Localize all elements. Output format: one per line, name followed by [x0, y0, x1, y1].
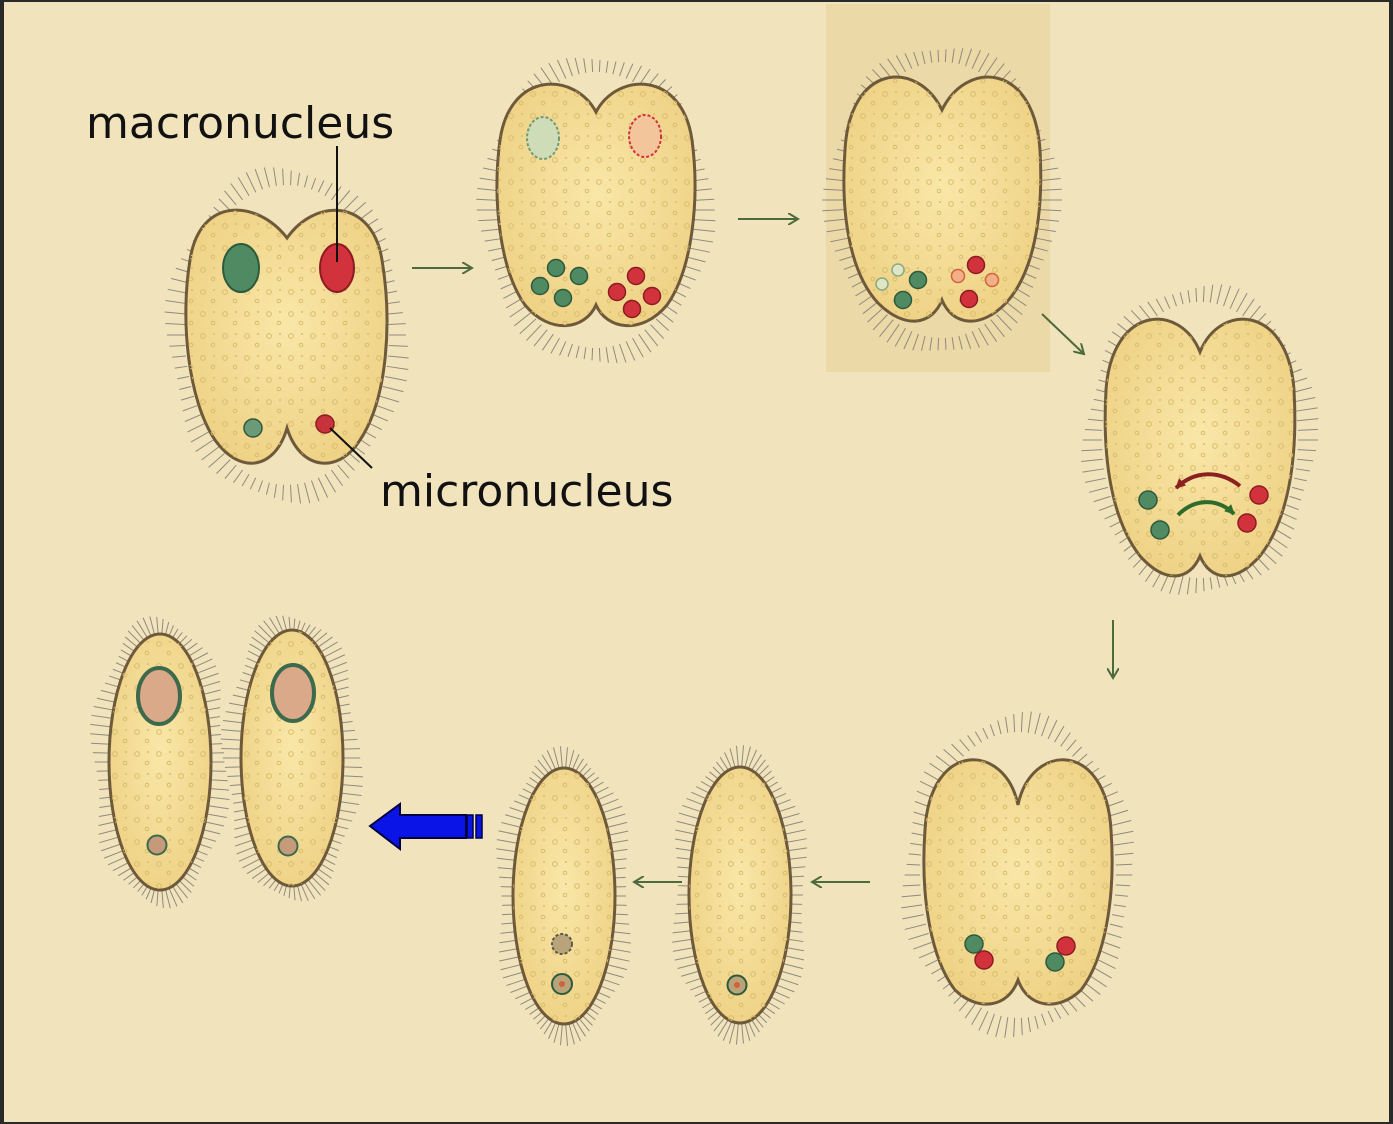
stage-5-fusion	[901, 712, 1134, 1038]
degrading-macronucleus-b	[629, 115, 661, 157]
stage-1-paired-cells	[165, 167, 409, 503]
stage-2-meiosis	[476, 58, 715, 363]
degrading-macronucleus-a	[527, 117, 559, 159]
final-arrow-icon	[370, 804, 482, 849]
micronucleus-label: micronucleus	[380, 466, 673, 517]
stage-7-mitosis	[496, 746, 631, 1045]
diagram-canvas: macronucleus micronucleus	[4, 2, 1389, 1122]
micronucleus-a	[244, 419, 262, 437]
conjugation-diagram: macronucleus micronucleus	[4, 2, 1389, 1122]
stage-8-daughter-cells	[90, 616, 363, 908]
stage-4-exchange	[1081, 285, 1318, 595]
stage-6-separated-cell	[672, 745, 807, 1044]
macronucleus-a	[223, 244, 259, 292]
macronucleus-label: macronucleus	[86, 98, 394, 149]
